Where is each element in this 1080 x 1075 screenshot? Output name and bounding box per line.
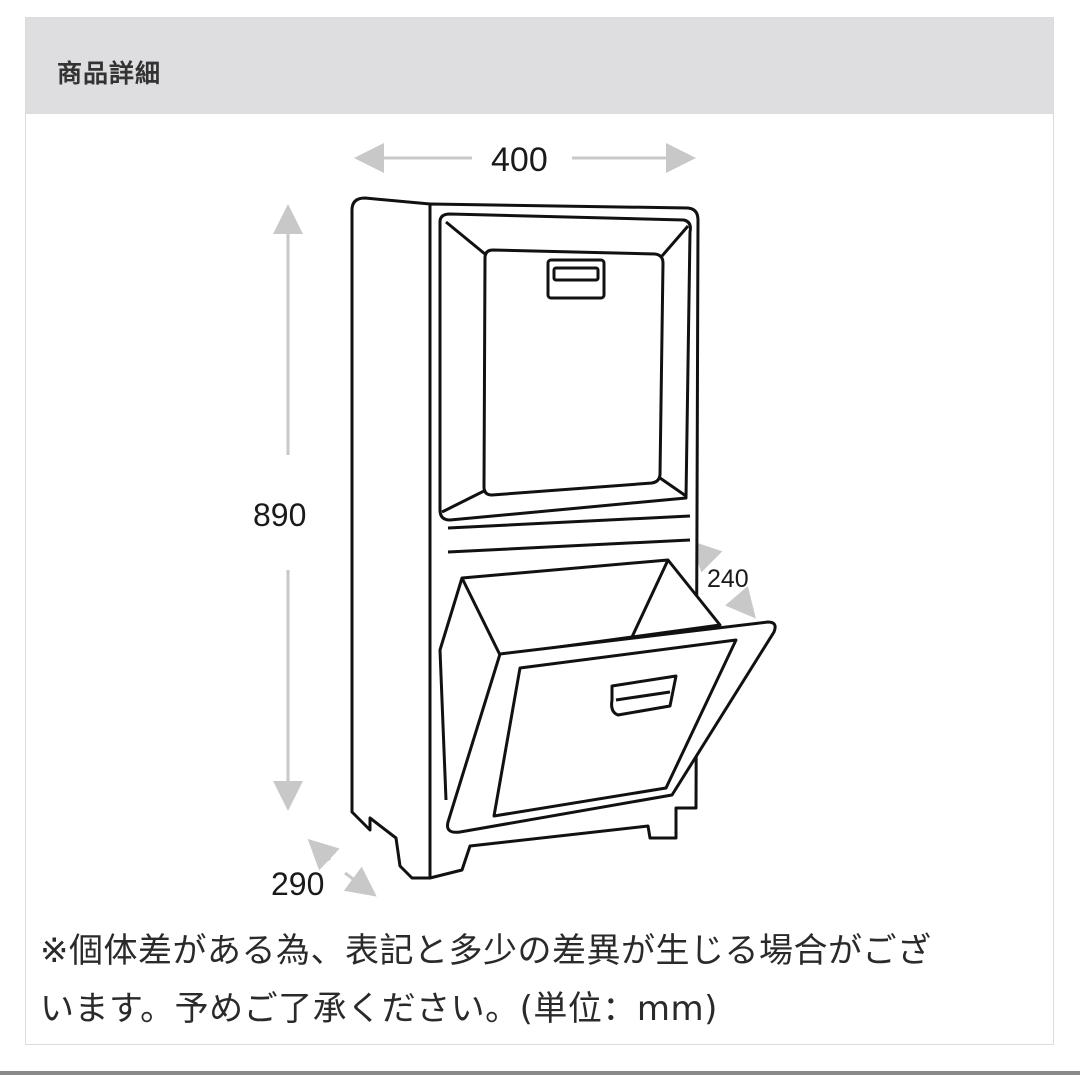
drawer-depth-dimension-label: 240 <box>707 565 749 593</box>
width-dimension-label: 400 <box>491 141 548 179</box>
disclaimer-line-2: います。予めご了承ください。(単位：mm) <box>40 989 718 1029</box>
disclaimer-line-1: ※個体差がある為、表記と多少の差異が生じる場合がござ <box>40 931 932 971</box>
depth-dimension-label: 290 <box>271 866 325 902</box>
height-dimension-label: 890 <box>253 497 307 533</box>
disclaimer-note: ※個体差がある為、表記と多少の差異が生じる場合がござ います。予めご了承ください… <box>40 922 1050 1038</box>
section-title: 商品詳細 <box>57 59 162 88</box>
section-header: 商品詳細 <box>26 18 1053 114</box>
bottom-divider <box>0 1071 1080 1075</box>
